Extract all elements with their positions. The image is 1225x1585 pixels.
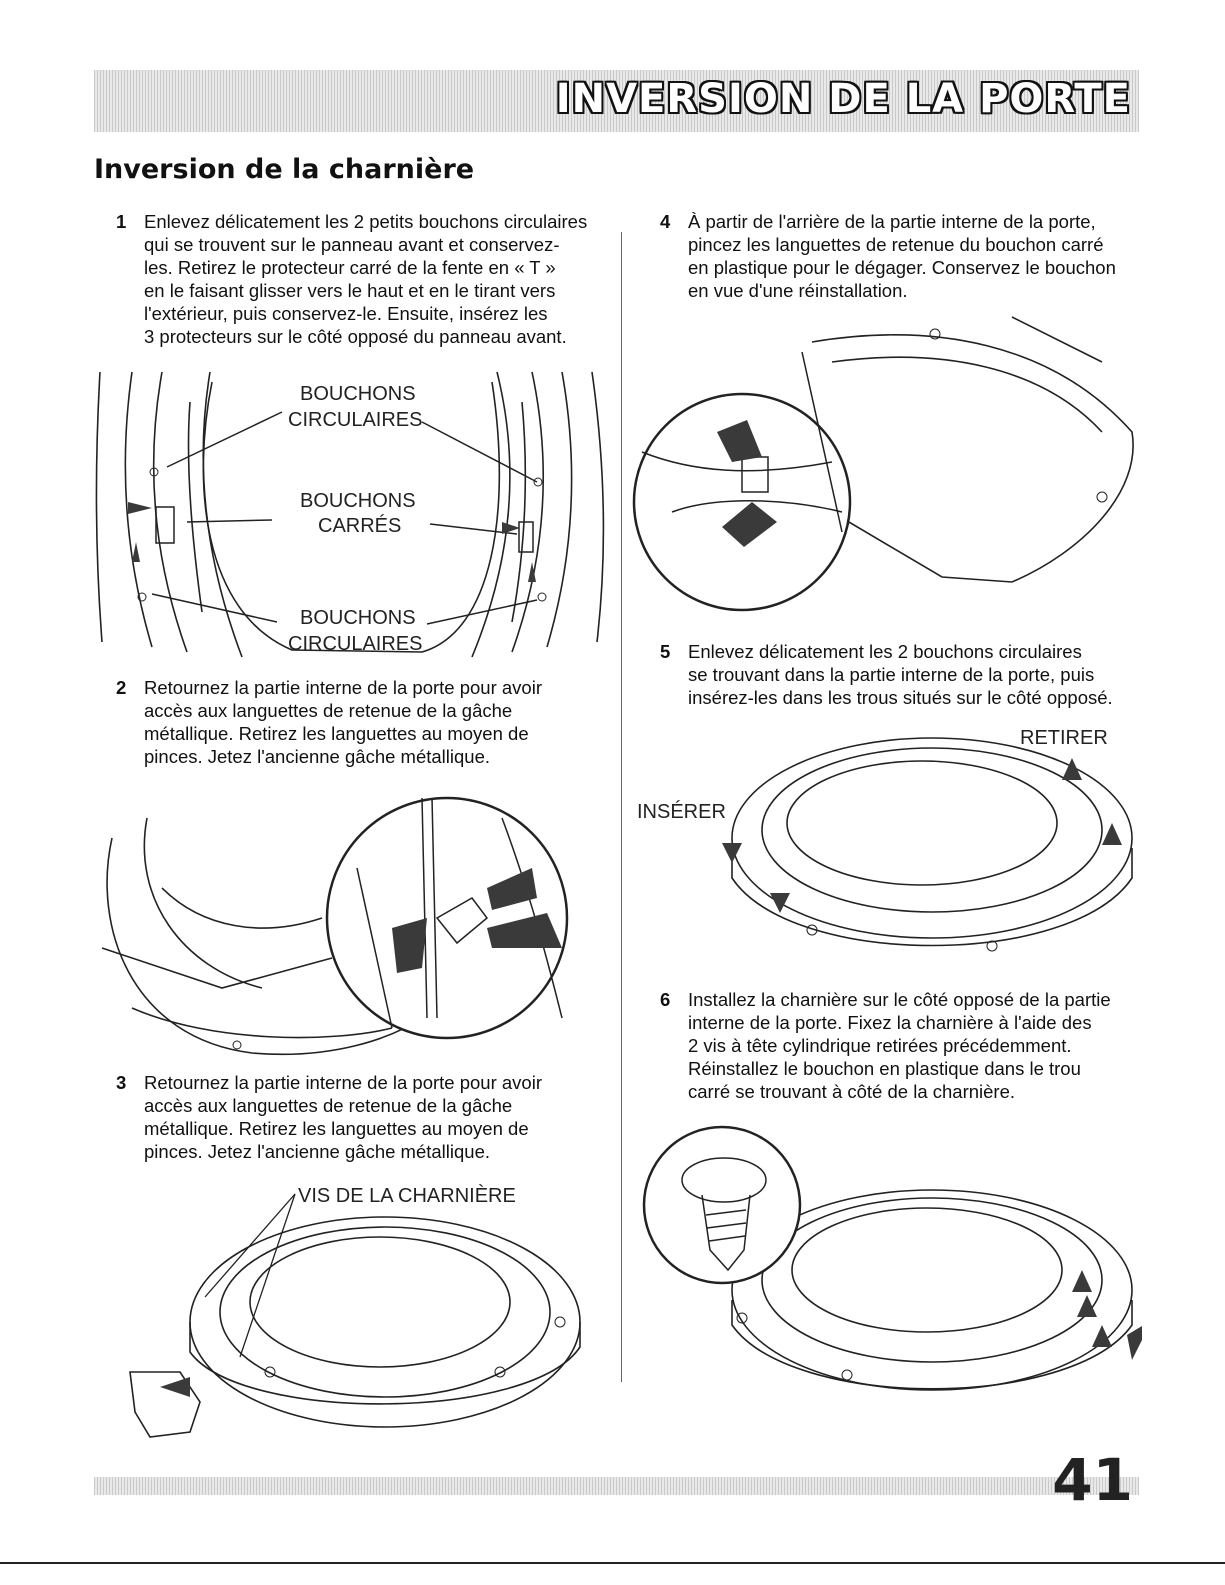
page-number: 41 <box>1052 1446 1133 1514</box>
step-text-line: 2 vis à tête cylindrique retirées précéd… <box>688 1035 1072 1056</box>
label-round-plugs-top-2: CIRCULAIRES <box>288 409 422 431</box>
step-text-line: Enlevez délicatement les 2 petits boucho… <box>144 211 588 232</box>
step-number: 3 <box>116 1072 127 1093</box>
step-text-line: Retournez la partie interne de la porte … <box>144 677 542 698</box>
step-5: 5 Enlevez délicatement les 2 bouchons ci… <box>660 640 1150 715</box>
strike-tabs-illustration <box>101 796 569 1056</box>
step-text-line: Installez la charnière sur le côté oppos… <box>688 989 1111 1010</box>
step-text-line: Réinstallez le bouchon en plastique dans… <box>688 1058 1081 1079</box>
step-number: 2 <box>116 677 127 698</box>
step-text-line: l'extérieur, puis conservez-le. Ensuite,… <box>144 303 548 324</box>
step-text-line: accès aux languettes de retenue de la gâ… <box>144 700 513 721</box>
step-text-line: qui se trouvent sur le panneau avant et … <box>144 234 560 255</box>
step-1: 1 Enlevez délicatement les 2 petits bouc… <box>116 210 616 350</box>
label-remove: RETIRER <box>1020 727 1108 749</box>
label-round-plugs-top-1: BOUCHONS <box>300 383 416 405</box>
label-hinge-screws: VIS DE LA CHARNIÈRE <box>298 1184 516 1207</box>
figure-strike-tabs <box>92 778 592 1063</box>
front-panel-illustration: BOUCHONS CIRCULAIRES BOUCHONS CARRÉS BOU… <box>95 371 605 658</box>
figure-hinge-install <box>632 1120 1142 1420</box>
bottom-rule <box>0 1562 1225 1564</box>
step-text-line: carré se trouvant à côté de la charnière… <box>688 1081 1016 1102</box>
step-2: 2 Retournez la partie interne de la port… <box>116 676 616 771</box>
step-text-line: en plastique pour le dégager. Conservez … <box>688 257 1116 278</box>
page-header-title: INVERSION DE LA PORTE <box>555 76 1131 122</box>
step-text-line: pincez les languettes de retenue du bouc… <box>688 234 1104 255</box>
square-plug-illustration <box>632 316 1134 612</box>
round-plugs-swap-illustration: RETIRER INSÉRER <box>637 727 1133 952</box>
label-square-plugs-1: BOUCHONS <box>300 490 416 512</box>
step-text-line: métallique. Retirez les languettes au mo… <box>144 1118 529 1139</box>
step-4: 4 À partir de l'arrière de la partie int… <box>660 210 1150 305</box>
footer-band <box>94 1477 1139 1495</box>
figure-hinge-screws: VIS DE LA CHARNIÈRE <box>120 1172 590 1462</box>
step-3: 3 Retournez la partie interne de la port… <box>116 1071 616 1166</box>
figure-round-plugs-swap: RETIRER INSÉRER <box>632 718 1142 988</box>
step-text-line: métallique. Retirez les languettes au mo… <box>144 723 529 744</box>
header-band: INVERSION DE LA PORTE <box>94 70 1139 132</box>
hinge-install-illustration <box>642 1125 1142 1391</box>
hinge-screws-illustration: VIS DE LA CHARNIÈRE <box>129 1184 581 1438</box>
step-text-line: les. Retirez le protecteur carré de la f… <box>144 257 556 278</box>
step-text-line: pinces. Jetez l'ancienne gâche métalliqu… <box>144 746 490 767</box>
step-text-line: À partir de l'arrière de la partie inter… <box>688 211 1096 232</box>
label-square-plugs-2: CARRÉS <box>318 514 401 537</box>
step-number: 5 <box>660 641 671 662</box>
step-number: 4 <box>660 211 671 232</box>
column-divider <box>621 232 622 1382</box>
step-text-line: Retournez la partie interne de la porte … <box>144 1072 542 1093</box>
step-text-line: en vue d'une réinstallation. <box>688 280 908 301</box>
step-text-line: se trouvant dans la partie interne de la… <box>688 664 1095 685</box>
section-title: Inversion de la charnière <box>94 154 475 185</box>
step-number: 6 <box>660 989 671 1010</box>
step-6: 6 Installez la charnière sur le côté opp… <box>660 988 1150 1108</box>
step-text-line: 3 protecteurs sur le côté opposé du pann… <box>144 326 567 347</box>
label-round-plugs-bottom-2: CIRCULAIRES <box>288 633 422 655</box>
step-text-line: Enlevez délicatement les 2 bouchons circ… <box>688 641 1082 662</box>
step-number: 1 <box>116 211 127 232</box>
step-text-line: pinces. Jetez l'ancienne gâche métalliqu… <box>144 1141 490 1162</box>
step-text-line: en le faisant glisser vers le haut et en… <box>144 280 556 301</box>
label-round-plugs-bottom-1: BOUCHONS <box>300 607 416 629</box>
label-insert: INSÉRER <box>637 800 726 823</box>
figure-square-plug <box>632 312 1142 632</box>
figure-front-panel-plugs: BOUCHONS CIRCULAIRES BOUCHONS CARRÉS BOU… <box>92 362 612 667</box>
step-text-line: interne de la porte. Fixez la charnière … <box>688 1012 1092 1033</box>
step-text-line: accès aux languettes de retenue de la gâ… <box>144 1095 513 1116</box>
step-text-line: insérez-les dans les trous situés sur le… <box>688 687 1113 708</box>
